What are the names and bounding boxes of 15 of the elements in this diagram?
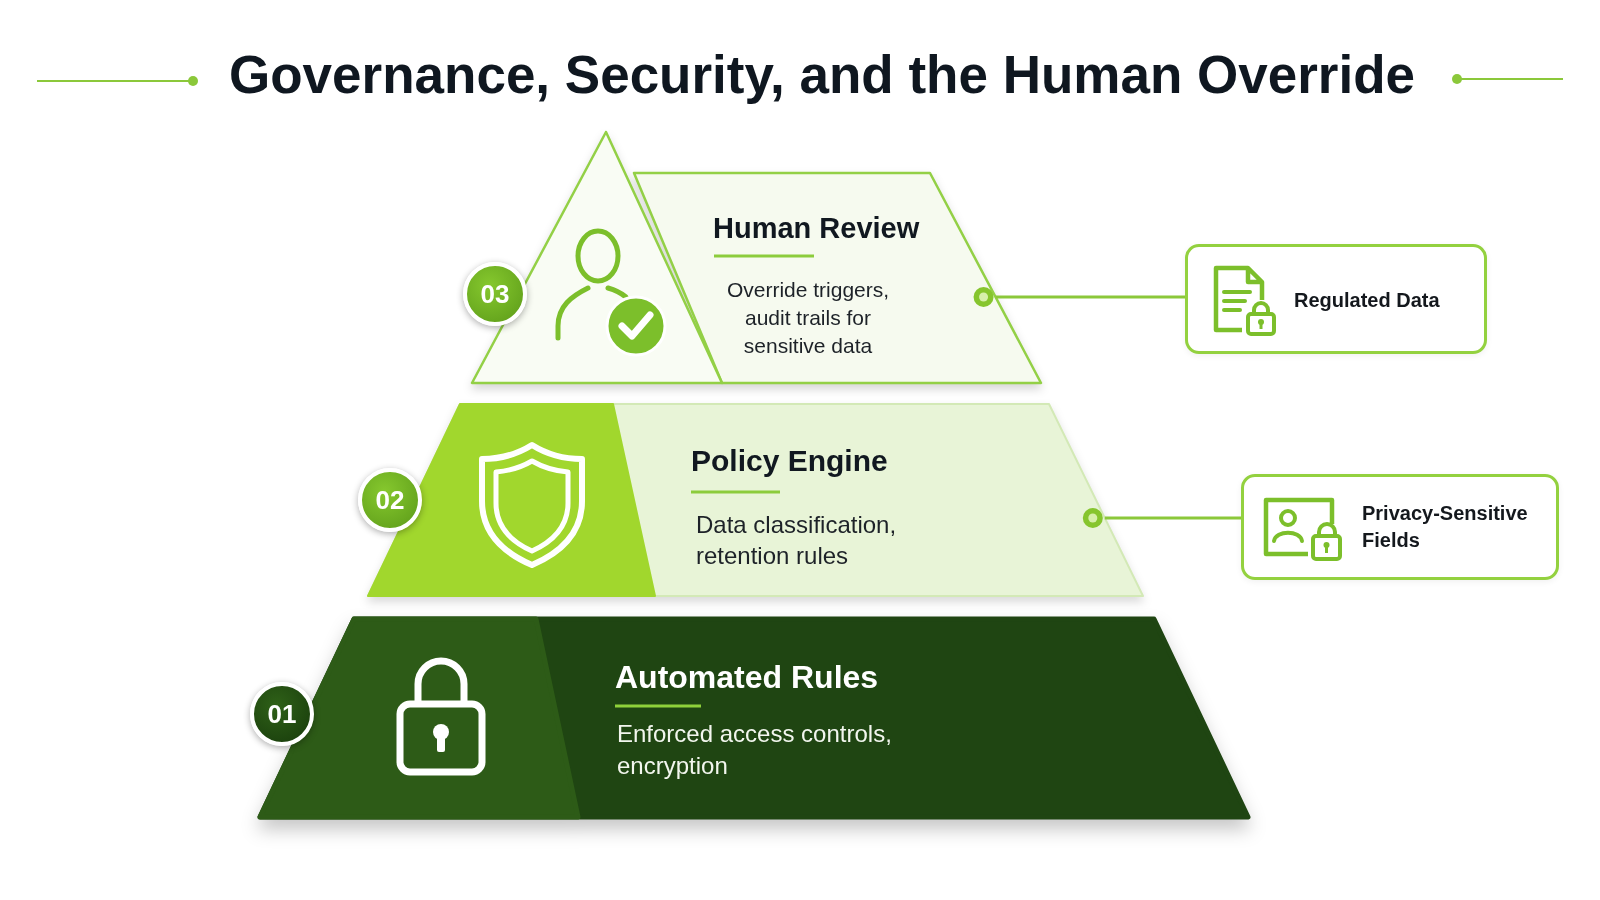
- connector-line: [973, 287, 1185, 307]
- connector-line: [1082, 508, 1241, 528]
- category-card: [1241, 474, 1559, 580]
- level-description: Enforced access controls, encryption: [617, 719, 893, 781]
- level-title: Policy Engine: [691, 443, 888, 479]
- level-title: Human Review: [713, 211, 920, 246]
- category-card: [1185, 244, 1487, 354]
- level-title: Automated Rules: [615, 658, 879, 696]
- card-label: Privacy-Sensitive Fields: [1362, 501, 1529, 553]
- pyramid-level: [364, 401, 1147, 600]
- card-label: Regulated Data: [1294, 288, 1440, 312]
- level-description: Override triggers, audit trails for sensitive data: [725, 277, 891, 359]
- level-description: Data classification, retention rules: [696, 510, 898, 571]
- page-title: Governance, Security, and the Human Override: [229, 44, 1415, 106]
- pyramid-level: [256, 615, 1252, 821]
